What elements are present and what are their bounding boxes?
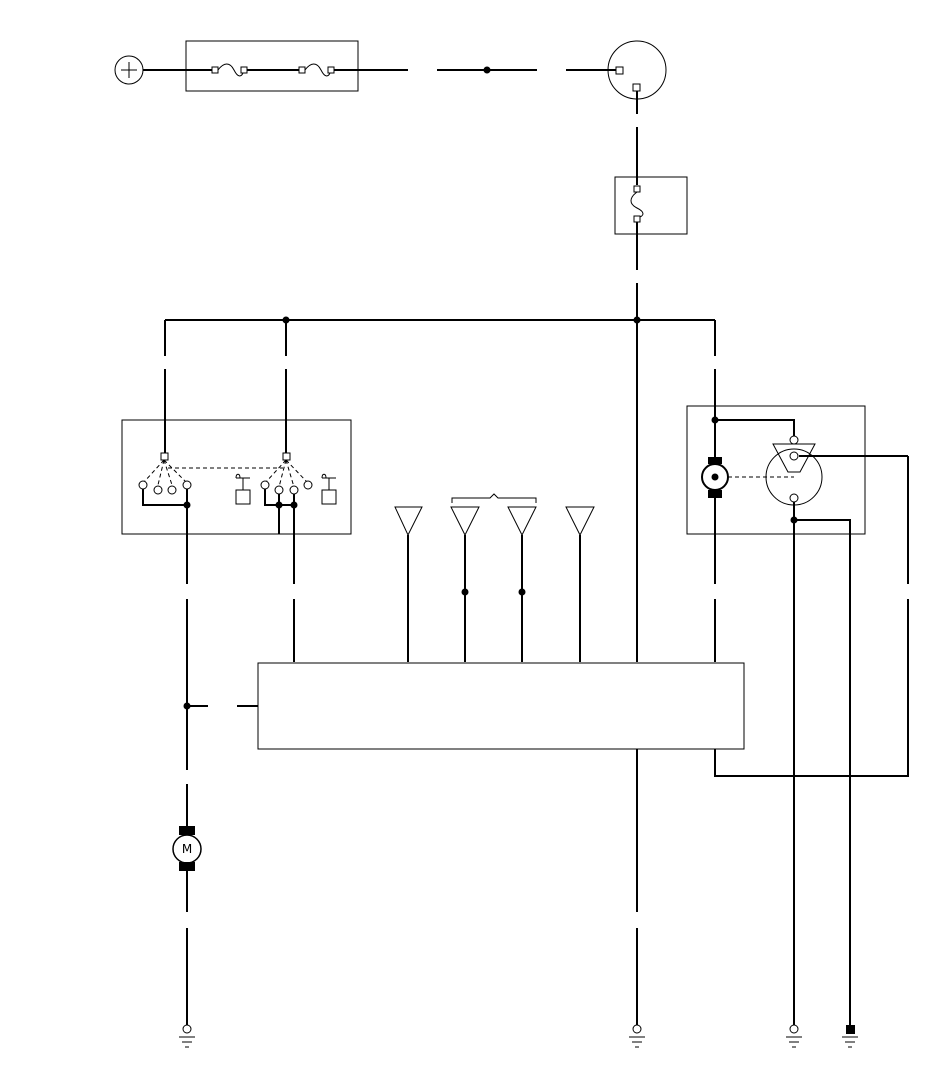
ground-icon [842, 1025, 858, 1048]
antenna-icon [565, 506, 595, 537]
motor-icon: M [172, 826, 202, 871]
wiper-motor-assembly [686, 405, 908, 535]
ground-icon [629, 1024, 645, 1048]
ground-icon [786, 1024, 802, 1048]
combination-switch [121, 419, 352, 535]
inline-fuse-box [614, 176, 688, 235]
antenna-icon [507, 506, 537, 537]
battery-positive-icon [114, 55, 144, 85]
antenna-icon [450, 506, 480, 537]
motor-label: M [182, 842, 192, 856]
fuse-icon [211, 63, 248, 77]
ignition-switch [607, 40, 667, 100]
fuse-icon [298, 63, 335, 77]
fuse-box [185, 40, 359, 92]
ground-icon [179, 1024, 195, 1048]
antenna-icon [394, 506, 423, 537]
control-unit [257, 662, 745, 750]
